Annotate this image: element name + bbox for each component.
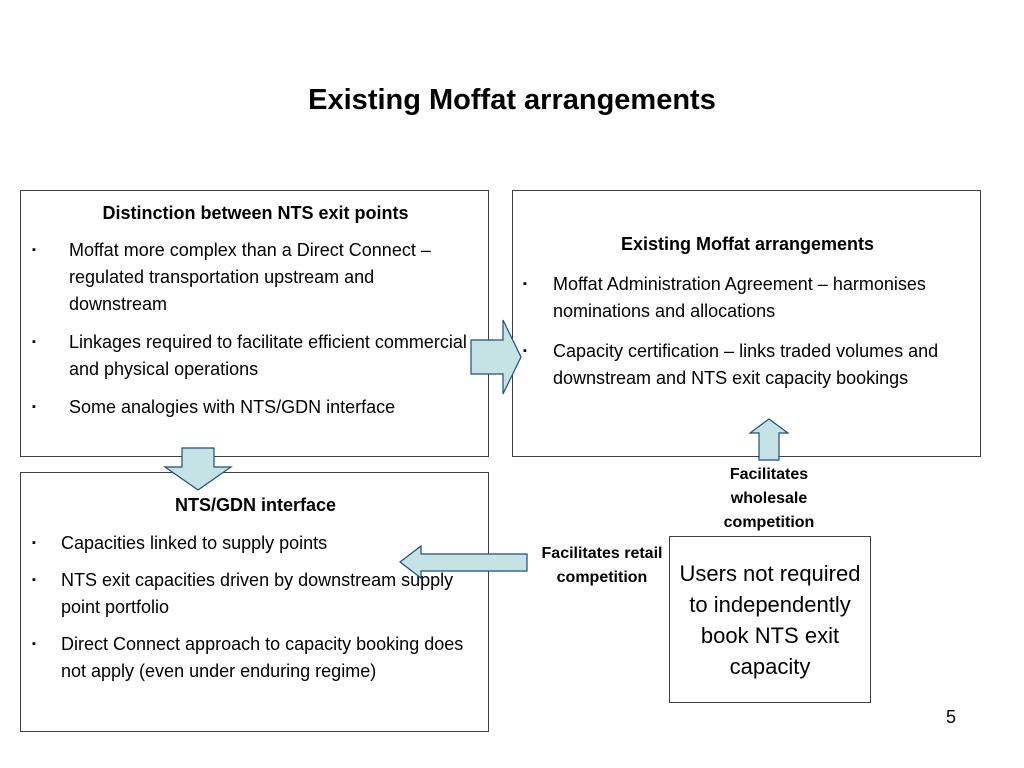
existing-bullet-2-text: Capacity certification – links traded vo… <box>553 341 939 388</box>
users-not-required-text: Users not required to independently book… <box>679 560 861 679</box>
left-arrow <box>399 544 528 580</box>
distinction-bullet-1-text: Moffat more complex than a Direct Connec… <box>69 240 431 314</box>
gdn-bullet-3: ▪ Direct Connect approach to capacity bo… <box>32 631 477 685</box>
retail-label: Facilitates retail competition <box>541 545 663 586</box>
bullet-icon: ▪ <box>32 537 36 549</box>
distinction-bullet-3: ▪ Some analogies with NTS/GDN interface <box>32 394 472 421</box>
gdn-bullet-3-text: Direct Connect approach to capacity book… <box>61 634 464 681</box>
distinction-bullet-3-text: Some analogies with NTS/GDN interface <box>69 397 396 417</box>
bullet-icon: ▪ <box>523 345 527 357</box>
distinction-box: Distinction between NTS exit points ▪ Mo… <box>20 190 489 457</box>
distinction-bullet-2: ▪ Linkages required to facilitate effici… <box>32 329 472 383</box>
up-arrow <box>748 418 790 461</box>
slide-title: Existing Moffat arrangements <box>308 84 716 116</box>
gdn-bullet-1: ▪ Capacities linked to supply points <box>32 530 477 557</box>
wholesale-label: Facilitates wholesale competition <box>723 466 815 531</box>
existing-heading: Existing Moffat arrangements <box>620 234 875 254</box>
gdn-bullet-1-text: Capacities linked to supply points <box>61 533 328 553</box>
page-number: 5 <box>946 707 957 727</box>
existing-bullet-1-text: Moffat Administration Agreement – harmon… <box>553 274 926 321</box>
gdn-bullet-2: ▪ NTS exit capacities driven by downstre… <box>32 567 477 621</box>
distinction-heading: Distinction between NTS exit points <box>102 203 409 223</box>
bullet-icon: ▪ <box>32 574 36 586</box>
gdn-bullet-2-text: NTS exit capacities driven by downstream… <box>61 570 454 617</box>
bullet-icon: ▪ <box>32 244 36 256</box>
distinction-bullet-2-text: Linkages required to facilitate efficien… <box>69 332 467 379</box>
existing-arrangements-box: Existing Moffat arrangements ▪ Moffat Ad… <box>512 190 981 457</box>
existing-bullet-1: ▪ Moffat Administration Agreement – harm… <box>523 271 973 325</box>
right-arrow <box>470 319 522 395</box>
nts-gdn-interface-box: NTS/GDN interface ▪ Capacities linked to… <box>20 472 489 732</box>
down-arrow <box>163 447 233 491</box>
users-not-required-box: Users not required to independently book… <box>669 536 871 703</box>
bullet-icon: ▪ <box>32 638 36 650</box>
bullet-icon: ▪ <box>32 401 36 413</box>
bullet-icon: ▪ <box>32 336 36 348</box>
bullet-icon: ▪ <box>523 278 527 290</box>
existing-bullet-2: ▪ Capacity certification – links traded … <box>523 338 973 392</box>
distinction-bullet-1: ▪ Moffat more complex than a Direct Conn… <box>32 237 472 318</box>
gdn-heading: NTS/GDN interface <box>174 495 337 515</box>
